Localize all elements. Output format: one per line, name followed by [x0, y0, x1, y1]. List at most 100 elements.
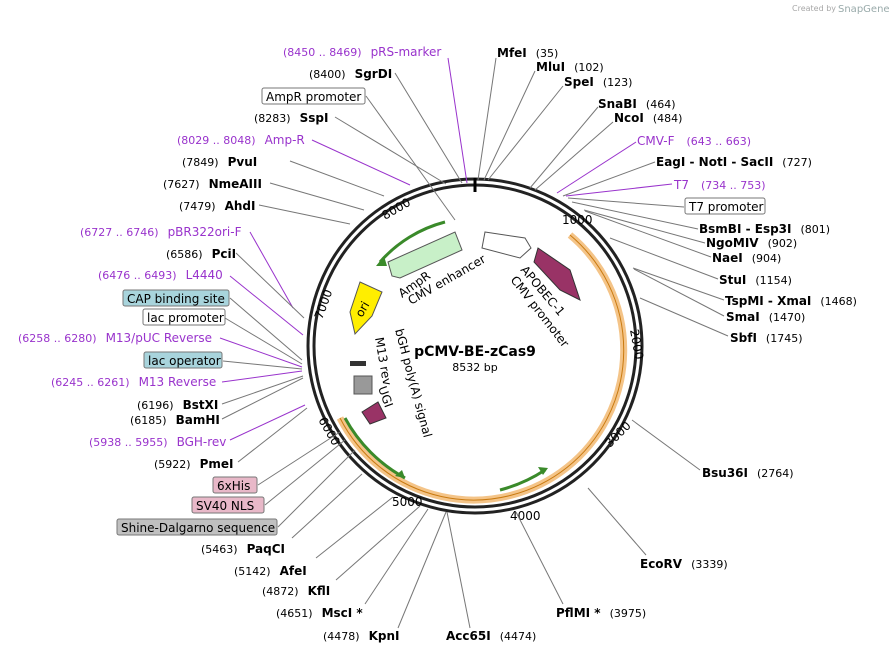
bottom-enzyme-labels: Acc65I(4474) (4478)KpnI (4651)MscI * (48… — [201, 473, 536, 643]
bgh-feature — [353, 375, 373, 395]
ampr-arrow — [378, 220, 446, 263]
cas9-orf-arc-edge — [339, 234, 625, 501]
svg-text:SmaI(1470): SmaI(1470) — [726, 310, 805, 324]
svg-text:(7479)AhdI: (7479)AhdI — [179, 199, 255, 213]
enzyme-pcii: PciI — [212, 247, 237, 261]
feature-sv40-nls: SV40 NLS — [196, 499, 254, 513]
svg-text:BsmBI - Esp3I(801): BsmBI - Esp3I(801) — [699, 222, 830, 236]
enzyme-paqci: PaqCI — [247, 542, 285, 556]
plasmid-name: pCMV-BE-zCas9 — [414, 344, 536, 360]
enzyme-pmei: PmeI — [200, 457, 234, 471]
box-ampr-promoter — [261, 87, 366, 105]
primer-t7: T7 — [673, 178, 689, 192]
feature-ampr-promoter: AmpR promoter — [266, 90, 361, 104]
enzyme-sbfi: SbfI — [730, 331, 757, 345]
primer-m13-reverse: M13 Reverse — [139, 375, 217, 389]
tick-1000: 1000 — [562, 213, 593, 227]
enzyme-stui: StuI — [719, 273, 746, 287]
orf-arrowhead-1 — [395, 470, 405, 478]
svg-text:MfeI(35): MfeI (35) — [497, 46, 558, 60]
svg-text:(8400)SgrDI: (8400)SgrDI — [309, 67, 392, 81]
svg-text:EcoRV(3339): EcoRV(3339) — [640, 557, 728, 571]
enzyme-snabi: SnaBI — [598, 97, 637, 111]
box-6xhis — [212, 476, 258, 494]
svg-text:(4651)MscI *: (4651)MscI * — [276, 606, 363, 620]
svg-text:(5463)PaqCI: (5463)PaqCI — [201, 542, 285, 556]
feature-label-m13rev: M13 rev — [372, 336, 394, 386]
svg-text:(8283)SspI: (8283)SspI — [254, 111, 328, 125]
primer-amp-r: Amp-R — [265, 133, 305, 147]
primer-cmv-f: CMV-F — [637, 134, 675, 148]
svg-text:Bsu36I(2764): Bsu36I(2764) — [702, 466, 794, 480]
enzyme-bstxi: BstXI — [183, 398, 219, 412]
svg-text:(5142)AfeI: (5142)AfeI — [234, 564, 307, 578]
primer-pbr322ori-f: pBR322ori-F — [168, 225, 242, 239]
svg-text:(6185)BamHI: (6185)BamHI — [130, 413, 220, 427]
feature-label-ugi: UGI — [375, 384, 396, 409]
primer-m13-puc-reverse: M13/pUC Reverse — [106, 331, 213, 345]
svg-text:(4478)KpnI: (4478)KpnI — [323, 629, 399, 643]
credit-prefix: Created by — [792, 4, 836, 13]
feature-6xhis: 6xHis — [217, 479, 250, 493]
lac-feature — [350, 361, 366, 366]
svg-text:SbfI(1745): SbfI(1745) — [730, 331, 803, 345]
box-t7-promoter — [684, 197, 766, 215]
feature-t7-promoter: T7 promoter — [688, 200, 764, 214]
primer-l4440: L4440 — [186, 268, 223, 282]
ampr-arrowhead — [376, 256, 387, 266]
svg-text:Acc65I(4474): Acc65I(4474) — [446, 629, 536, 643]
feature-cap-binding-site: CAP binding site — [127, 292, 225, 306]
enzyme-spei: SpeI — [564, 75, 594, 89]
feature-lac-operator: lac operator — [148, 354, 221, 368]
svg-text:NaeI(904): NaeI(904) — [712, 251, 781, 265]
svg-text:(7627)NmeAIII: (7627)NmeAIII — [163, 177, 262, 191]
enzyme-mlui: MluI — [536, 60, 565, 74]
enzyme-bsmbi-esp3i: BsmBI - Esp3I — [699, 222, 791, 236]
enzyme-ecorv: EcoRV — [640, 557, 683, 571]
feature-label-ori: ori — [352, 299, 372, 320]
tick-5000: 5000 — [392, 495, 423, 509]
enzyme-ngomiv: NgoMIV — [706, 236, 759, 250]
ori-feature — [349, 281, 383, 336]
enzyme-sgrdi: SgrDI — [355, 67, 393, 81]
ampr-feature — [387, 231, 463, 279]
svg-text:MluI(102): MluI(102) — [536, 60, 604, 74]
feature-shine-dalgarno: Shine-Dalgarno sequence — [121, 521, 275, 535]
svg-text:NcoI(484): NcoI(484) — [614, 111, 682, 125]
primer-prs-marker: pRS-marker — [371, 45, 442, 59]
svg-text:(6196)BstXI: (6196)BstXI — [137, 398, 218, 412]
ugi-feature — [361, 401, 387, 425]
box-lac-operator — [143, 351, 223, 369]
box-cap-binding-site — [122, 289, 230, 307]
orf-arrow-1 — [343, 417, 406, 480]
svg-text:(6727 .. 6746)pBR322ori-F: (6727 .. 6746)pBR322ori-F — [80, 225, 242, 239]
left-enzyme-labels: (8450 .. 8469)pRS-marker (8400)SgrDI Amp… — [18, 45, 468, 536]
apobec-feature — [533, 247, 581, 301]
cmv-enhancer-feature — [481, 231, 532, 259]
svg-text:(8450 .. 8469)pRS-marker: (8450 .. 8469)pRS-marker — [283, 45, 441, 59]
enzyme-acc65i: Acc65I — [446, 629, 491, 643]
svg-text:(5922)PmeI: (5922)PmeI — [154, 457, 233, 471]
box-shine-dalgarno — [116, 518, 278, 536]
enzyme-msci: MscI * — [322, 606, 364, 620]
svg-text:T7(734 .. 753): T7(734 .. 753) — [673, 178, 766, 192]
svg-text:(7849)PvuI: (7849)PvuI — [182, 155, 257, 169]
enzyme-nmeaiii: NmeAIII — [209, 177, 262, 191]
svg-text:(4872)KflI: (4872)KflI — [262, 584, 330, 598]
enzyme-mfei: MfeI — [497, 46, 527, 60]
snapgene-credit: Created by SnapGene — [792, 4, 889, 15]
svg-text:EagI - NotI - SacII(727): EagI - NotI - SacII(727) — [656, 155, 812, 169]
enzyme-eagi-noti-sacii: EagI - NotI - SacII — [656, 155, 773, 169]
enzyme-ahdi: AhdI — [225, 199, 256, 213]
enzyme-pflmi: PflMI * — [556, 606, 601, 620]
svg-text:TspMI - XmaI(1468): TspMI - XmaI(1468) — [725, 294, 857, 308]
svg-text:PflMI *(3975): PflMI *(3975) — [556, 606, 646, 620]
plasmid-size: 8532 bp — [452, 361, 497, 374]
enzyme-pvui: PvuI — [228, 155, 258, 169]
enzyme-sspi: SspI — [300, 111, 329, 125]
enzyme-bamhi: BamHI — [176, 413, 220, 427]
svg-text:StuI(1154): StuI(1154) — [719, 273, 792, 287]
enzyme-mfei-pos: (35) — [536, 47, 559, 60]
svg-text:(5938 .. 5955)BGH-rev: (5938 .. 5955)BGH-rev — [89, 435, 226, 449]
tick-2000: 2000 — [627, 328, 646, 361]
